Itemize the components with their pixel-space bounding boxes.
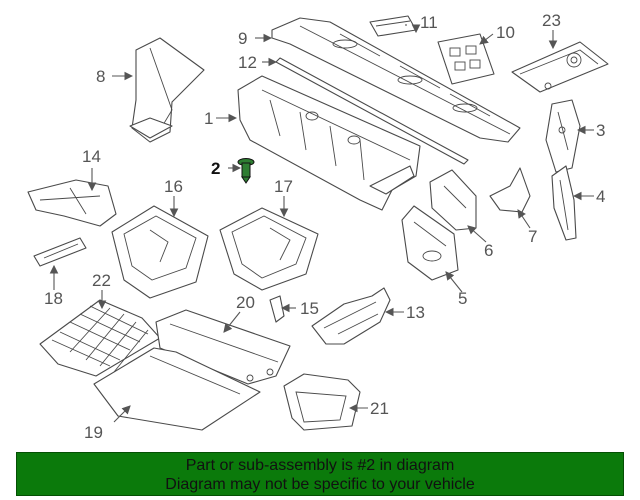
- part-20-floor-board[interactable]: [155, 309, 291, 385]
- callout-12: 12: [238, 53, 257, 72]
- callout-15: 15: [300, 299, 319, 318]
- callout-10: 10: [496, 23, 515, 42]
- callout-16: 16: [164, 177, 183, 196]
- banner-line-1: Part or sub-assembly is #2 in diagram: [185, 457, 455, 474]
- part-2-clip[interactable]: [237, 158, 255, 184]
- part-13-tray[interactable]: [311, 287, 391, 345]
- callout-20: 20: [236, 293, 255, 312]
- part-1-panel[interactable]: [237, 75, 421, 211]
- callout-23: 23: [542, 11, 561, 30]
- banner-line-2: Diagram may not be specific to your vehi…: [165, 476, 475, 493]
- part-16-bin[interactable]: [111, 205, 209, 299]
- part-21-bin[interactable]: [283, 373, 361, 431]
- callout-22: 22: [92, 271, 111, 290]
- part-6-bracket[interactable]: [429, 169, 477, 231]
- leader-lines: [49, 24, 594, 423]
- callout-14: 14: [82, 147, 101, 166]
- callout-labels: 9 12 8 1 2 11 10 23 3 4 5 6 7 14 16 17 1…: [44, 11, 605, 442]
- part-10-switch-panel[interactable]: [437, 33, 495, 85]
- callout-19: 19: [84, 423, 103, 442]
- callout-5: 5: [458, 289, 467, 308]
- callout-7: 7: [528, 227, 537, 246]
- callout-4: 4: [596, 187, 605, 206]
- part-19-mat[interactable]: [93, 347, 261, 431]
- part-9-package-tray[interactable]: [271, 17, 521, 143]
- callout-3: 3: [596, 121, 605, 140]
- callout-13: 13: [406, 303, 425, 322]
- callout-9: 9: [238, 29, 247, 48]
- part-8-bracket[interactable]: [129, 37, 205, 143]
- part-5-trim[interactable]: [401, 205, 459, 281]
- parts-diagram: 9 12 8 1 2 11 10 23 3 4 5 6 7 14 16 17 1…: [27, 11, 609, 442]
- callout-8: 8: [96, 67, 105, 86]
- part-11-strip[interactable]: [369, 15, 417, 37]
- callout-21: 21: [370, 399, 389, 418]
- part-23-bracket[interactable]: [511, 41, 609, 93]
- part-4-trim[interactable]: [551, 165, 577, 241]
- callout-1: 1: [204, 109, 213, 128]
- callout-6: 6: [484, 241, 493, 260]
- part-12-seal-strip[interactable]: [275, 57, 469, 165]
- part-15-clip[interactable]: [269, 295, 285, 323]
- callout-11: 11: [420, 13, 438, 32]
- part-14-bracket[interactable]: [27, 179, 117, 227]
- callout-2: 2: [211, 159, 220, 178]
- part-7-bracket[interactable]: [489, 167, 531, 213]
- part-3-trim[interactable]: [545, 99, 581, 173]
- part-18-strip[interactable]: [33, 237, 87, 267]
- callout-18: 18: [44, 289, 63, 308]
- part-17-bin[interactable]: [219, 207, 319, 291]
- info-banner: Part or sub-assembly is #2 in diagram Di…: [16, 452, 624, 496]
- callout-17: 17: [274, 177, 293, 196]
